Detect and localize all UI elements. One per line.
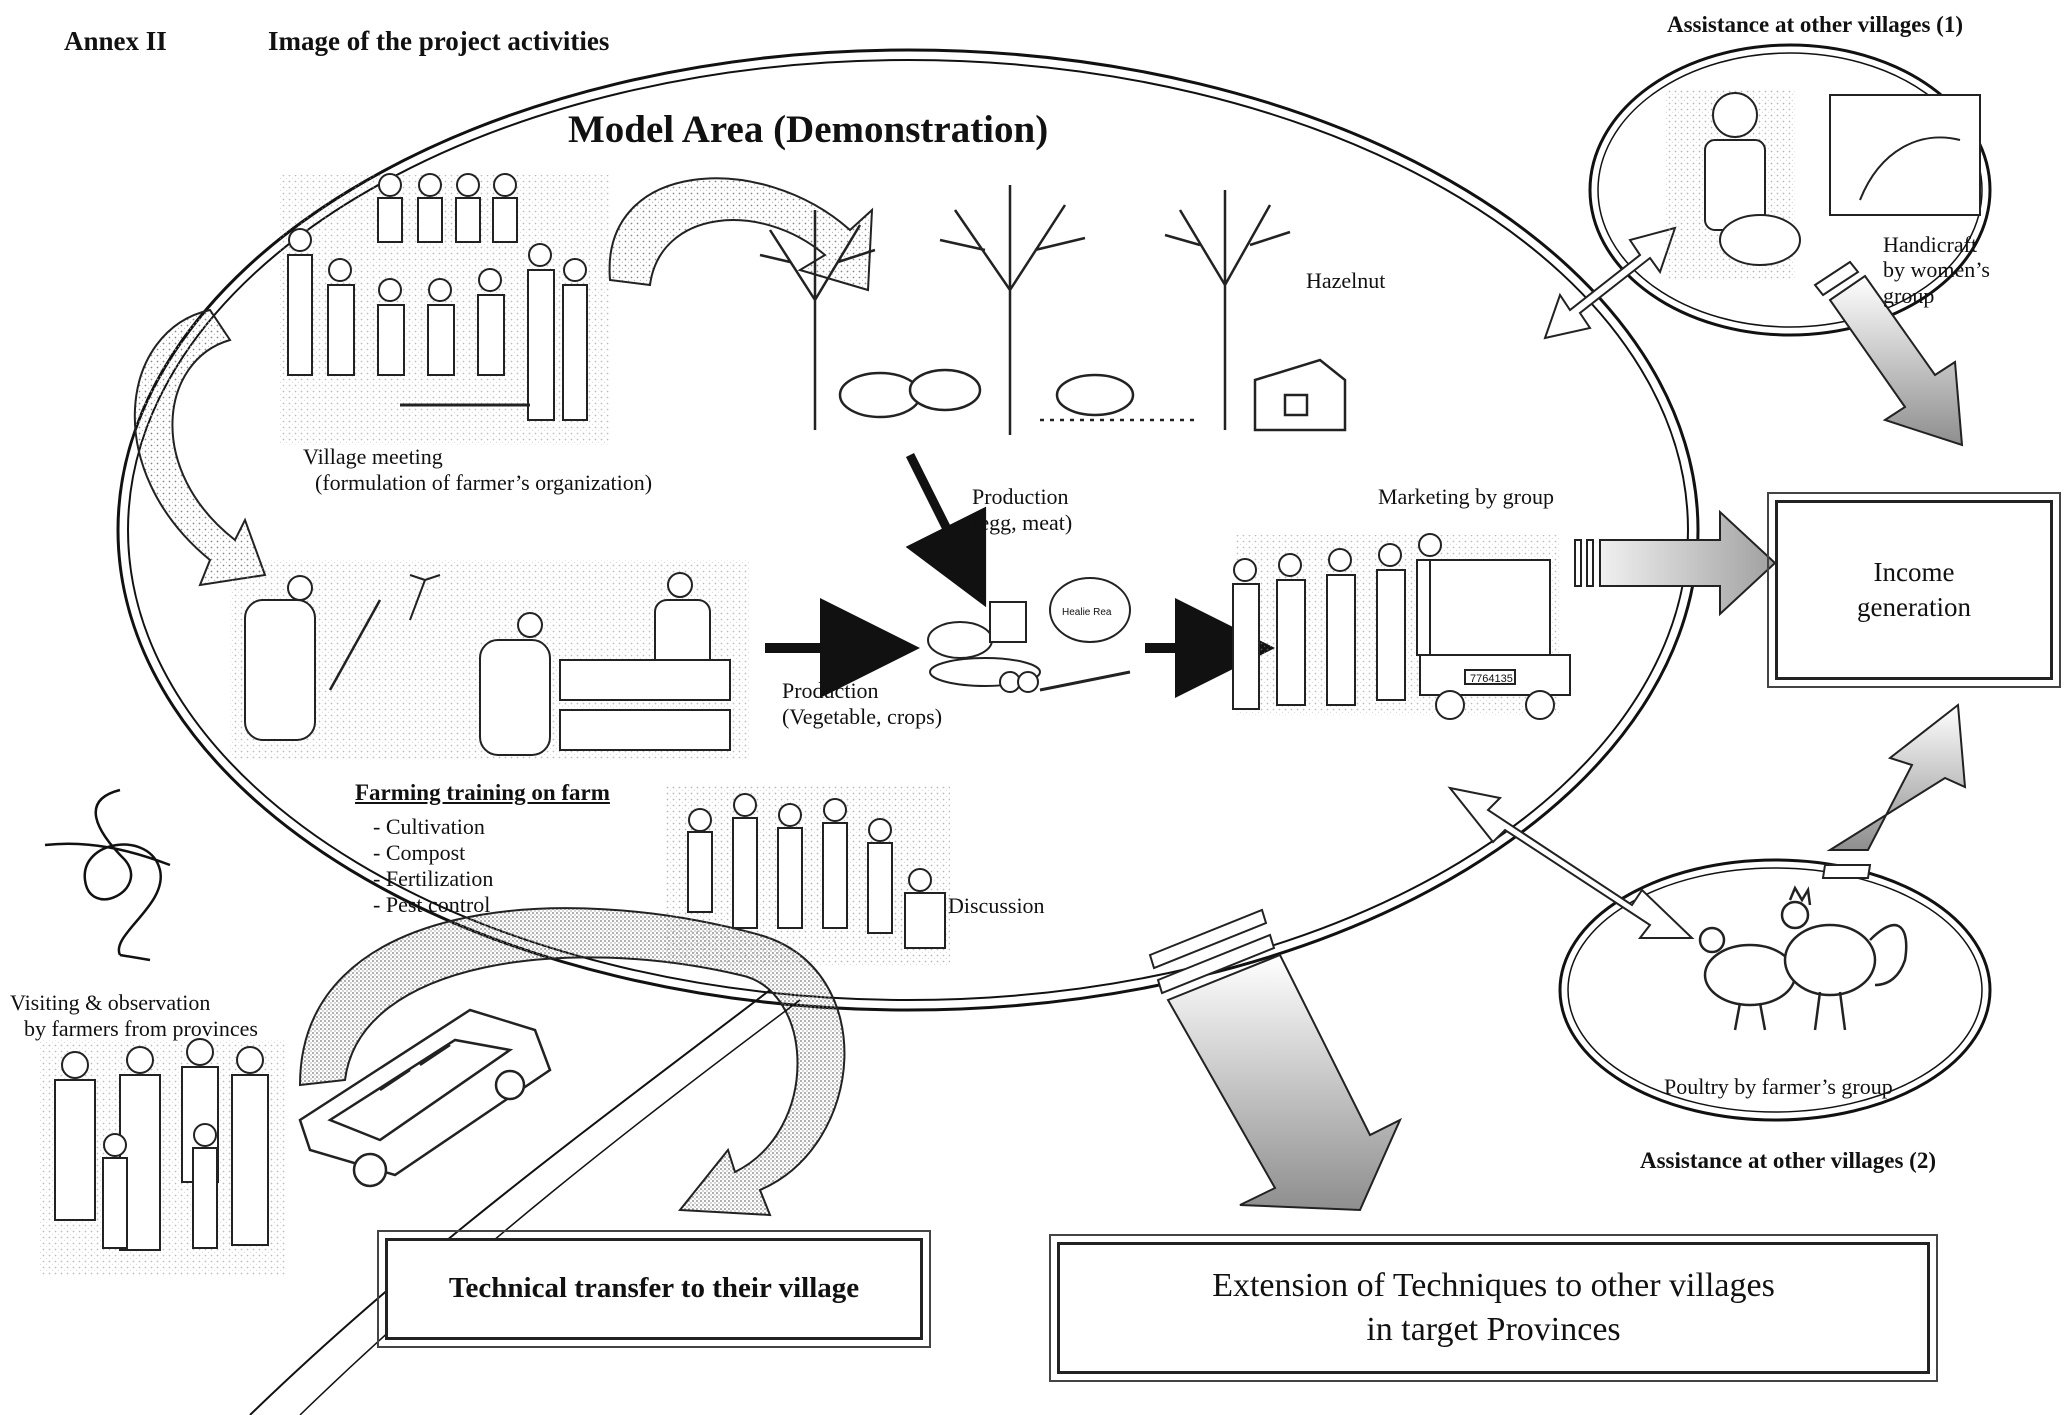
produce-sign-label: Healie Rea <box>1062 607 1112 618</box>
produce-illustration <box>927 577 1131 693</box>
page-subtitle: Image of the project activities <box>268 26 610 56</box>
technical-transfer-box: Technical transfer to their village <box>377 1230 931 1348</box>
production-veg-label: Production <box>782 678 879 703</box>
assistance-2-ellipse-inner <box>1567 867 1983 1113</box>
marketing-illustration <box>1232 533 1571 720</box>
handicraft-illustration <box>1665 90 1981 280</box>
training-items-list: Cultivation Compost Fertilization Pest c… <box>373 814 494 918</box>
marketing-label: Marketing by group <box>1378 484 1554 509</box>
production-veg-sublabel: (Vegetable, crops) <box>782 704 943 729</box>
model-area-ellipse-inner <box>127 59 1689 1001</box>
model-area-title: Model Area (Demonstration) <box>568 108 1049 151</box>
extension-box: Extension of Techniques to other village… <box>1049 1234 1938 1382</box>
training-item: Fertilization <box>373 866 494 892</box>
hazelnut-label: Hazelnut <box>1306 268 1386 293</box>
arrow-trees-to-production <box>905 452 987 608</box>
handicraft-label: Handicraft <box>1883 232 1978 257</box>
farming-illustration <box>230 560 750 760</box>
visiting-sublabel: by farmers from provinces <box>24 1016 258 1041</box>
assistance-2-label: Assistance at other villages (2) <box>1640 1148 1936 1173</box>
assistance-1-label: Assistance at other villages (1) <box>1667 12 1963 37</box>
discussion-illustration <box>665 785 950 965</box>
income-generation-box: Income generation <box>1767 492 2061 688</box>
handicraft-label-2: by women’s <box>1883 257 1990 282</box>
farming-training-heading: Farming training on farm <box>355 780 610 805</box>
income-box-line-1: Income <box>1873 556 1955 587</box>
extension-box-line-1: Extension of Techniques to other village… <box>1212 1266 1775 1304</box>
poultry-illustration <box>1698 885 1908 1031</box>
production-egg-label: Production <box>972 484 1069 509</box>
technical-transfer-text: Technical transfer to their village <box>448 1272 860 1305</box>
arrow-marketing-to-income <box>1574 509 1777 617</box>
model-area-ellipse <box>116 48 1700 1012</box>
village-meeting-illustration <box>280 173 610 445</box>
training-item: Pest control <box>373 892 493 918</box>
curved-arrow-meeting-to-trees <box>608 177 874 292</box>
arrow-assistance-2-to-income <box>1821 703 1967 879</box>
visiting-farmers-illustration <box>40 1038 285 1275</box>
handwritten-signature <box>44 788 171 962</box>
hazelnut-trees-illustration <box>759 185 1347 435</box>
road-line-2 <box>299 999 801 1415</box>
curved-arrow-meeting-to-farming <box>134 308 267 587</box>
training-item: Cultivation <box>373 814 493 840</box>
assistance-1-ellipse-inner <box>1597 52 1983 328</box>
production-egg-sublabel: (egg, meat) <box>972 510 1073 535</box>
village-meeting-label: Village meeting <box>303 444 443 469</box>
handicraft-label-3: group <box>1883 283 1935 308</box>
curved-arrow-to-technical-transfer <box>298 907 846 1217</box>
training-item: Compost <box>373 840 493 866</box>
visiting-label: Visiting & observation <box>10 990 211 1015</box>
arrow-to-extension <box>1148 908 1403 1212</box>
poultry-label: Poultry by farmer’s group <box>1664 1074 1893 1099</box>
truck-plate-label: 7764135 <box>1470 673 1513 685</box>
income-box-line-2: generation <box>1857 592 1971 622</box>
van-illustration <box>298 1008 552 1188</box>
road-line <box>249 989 771 1415</box>
annex-label: Annex II <box>64 26 167 56</box>
arrow-assistance-1-to-income <box>1813 260 1964 447</box>
double-arrow-assistance-2 <box>1447 786 1695 939</box>
discussion-label: Discussion <box>948 893 1045 918</box>
extension-box-line-2: in target Provinces <box>1366 1311 1621 1348</box>
village-meeting-sublabel: (formulation of farmer’s organization) <box>315 470 653 495</box>
